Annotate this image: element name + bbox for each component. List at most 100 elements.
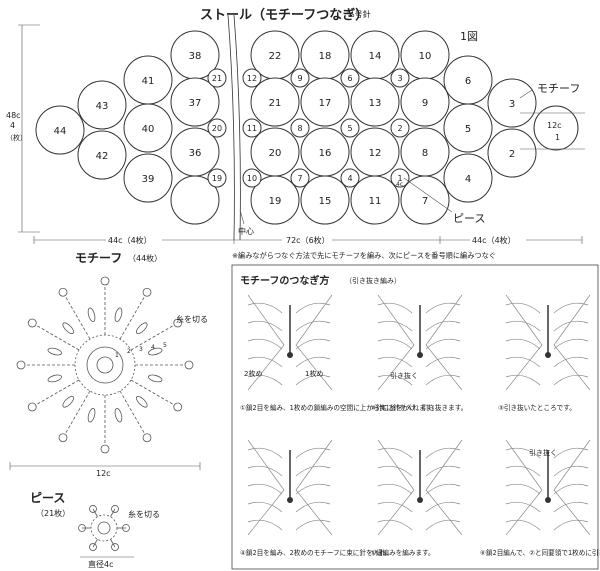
step-4-caption: ④鎖2目を編み、2枚めのモチーフに束に針を入れ、	[240, 548, 392, 557]
motif-number: 9	[422, 98, 428, 109]
motif-circle	[35, 105, 85, 155]
motif-round-number: 1	[115, 352, 119, 359]
piece-circle	[390, 168, 410, 188]
piece-number: 3	[397, 74, 402, 83]
motif-number: 4	[465, 174, 471, 185]
motif-width: 12c	[96, 469, 111, 478]
piece-circle	[207, 168, 227, 188]
motif-diagram-count: （44枚）	[128, 253, 162, 263]
motif-petal	[47, 347, 62, 356]
motif-circle	[77, 130, 127, 180]
label-second-piece: 2枚め	[244, 369, 262, 378]
motif-number: 38	[189, 51, 202, 62]
lace-right-row	[295, 302, 331, 314]
step-1-caption: ①鎖2目を編み、1枚めの鎖編みの空間に上から実に針を入れます。	[240, 403, 438, 412]
lace-left-edge	[505, 294, 543, 391]
motif-inner-ring	[86, 346, 124, 384]
lace-left-row	[377, 338, 413, 350]
step-1-illustration	[247, 294, 333, 391]
motif-picot	[16, 360, 26, 370]
motif-number: 43	[96, 101, 109, 112]
motif-circle	[170, 175, 220, 225]
motif-petal	[148, 374, 163, 383]
piece-diagram-count: （21枚）	[36, 508, 70, 518]
motif-number: 40	[142, 124, 155, 135]
piece-circle	[340, 168, 360, 188]
lace-left-row	[505, 302, 541, 314]
motif-petal	[135, 395, 148, 408]
motif-circle	[300, 175, 350, 225]
piece-number: 8	[297, 124, 302, 133]
piece-number: 12	[247, 74, 257, 83]
motif-circle-small	[533, 105, 579, 151]
motif-number: 5	[465, 124, 471, 135]
lace-left-row	[505, 374, 541, 386]
motif-dimension-count: 1	[555, 133, 560, 142]
lace-left-edge	[377, 294, 415, 391]
height-dimension-unit: （枚）	[6, 133, 27, 142]
piece-circle	[207, 68, 227, 88]
motif-petal	[87, 408, 96, 423]
lace-left-row	[505, 447, 541, 459]
lace-right-row	[553, 320, 589, 332]
joining-title: モチーフのつなぎ方	[240, 274, 329, 287]
lace-left-edge	[247, 439, 285, 536]
piece-number: 6	[347, 74, 352, 83]
motif-petal	[135, 322, 148, 335]
piece-circle	[290, 168, 310, 188]
motif-label: モチーフ	[537, 82, 580, 95]
lace-right-edge	[295, 439, 333, 536]
lace-left-row	[247, 374, 283, 386]
lace-right-row	[425, 338, 461, 350]
lace-left-edge	[505, 439, 543, 536]
motif-petal	[114, 307, 123, 322]
piece-circle	[290, 68, 310, 88]
motif-number: 14	[369, 51, 382, 62]
lace-right-row	[425, 302, 461, 314]
motif-chain-spoke	[130, 325, 173, 351]
piece-circle	[242, 118, 262, 138]
piece-stitch-chart	[78, 505, 130, 551]
motif-chain-spoke	[119, 297, 145, 340]
piece-diagram-title: ピース	[30, 491, 65, 505]
lace-right-row	[295, 320, 331, 332]
joining-note: ※編みながらつなぐ方法で先にモチーフを編み、次にピースを番号順に編みつなぐ	[232, 251, 496, 260]
motif-number: 13	[369, 98, 382, 109]
step-3-caption: ③引き抜いたところです。	[498, 403, 576, 412]
lace-right-row	[425, 374, 461, 386]
piece-chain-ring	[90, 514, 118, 542]
piece-dimension: 4c	[396, 181, 403, 188]
piece-number: 20	[212, 124, 222, 133]
motif-chain-ring	[74, 334, 136, 396]
lace-left-row	[505, 501, 541, 513]
motif-chain-spoke	[37, 379, 80, 405]
piece-number: 7	[297, 174, 302, 183]
motif-number: 12	[369, 148, 382, 159]
lace-right-row	[295, 465, 331, 477]
step-5-illustration	[377, 439, 463, 536]
motif-petal	[62, 395, 75, 408]
motif-petal	[87, 307, 96, 322]
lace-left-row	[247, 302, 283, 314]
motif-picot	[58, 433, 68, 443]
lace-right-row	[295, 501, 331, 513]
lace-right-edge	[553, 439, 591, 536]
hook-tip-icon	[417, 497, 423, 503]
lace-right-row	[295, 374, 331, 386]
joining-subtitle: （引き抜き編み）	[345, 276, 401, 285]
motif-petal	[114, 408, 123, 423]
center-label: 中心	[238, 226, 254, 236]
motif-number: 10	[419, 51, 432, 62]
motif-petal	[148, 347, 163, 356]
motif-number: 21	[269, 98, 282, 109]
motif-number: 11	[369, 196, 382, 207]
height-dimension: 48c	[6, 111, 21, 120]
piece-picot	[122, 524, 130, 532]
motif-number: 19	[269, 196, 282, 207]
motif-picot	[184, 360, 194, 370]
piece-circle	[290, 118, 310, 138]
lace-left-row	[377, 519, 413, 531]
label-pull-through-step2: 引き抜く	[390, 371, 418, 380]
motif-circle	[350, 175, 400, 225]
